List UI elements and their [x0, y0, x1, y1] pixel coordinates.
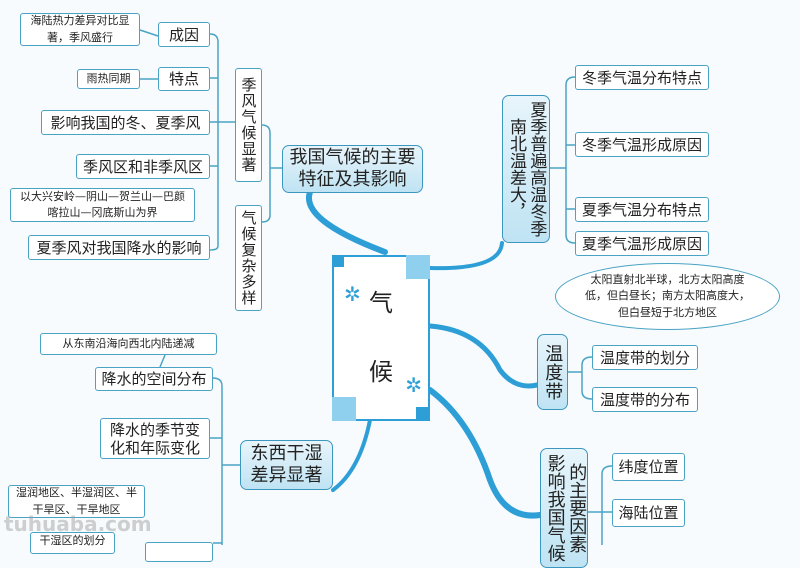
branch-dry-wet[interactable]: 东西干湿差异显著 [240, 440, 333, 490]
center-topic[interactable]: 气 候 ✲ ✲ [332, 255, 430, 421]
node-winds[interactable]: 影响我国的冬、夏季风 [41, 110, 210, 135]
node-rain[interactable]: 夏季风对我国降水的影响 [28, 235, 210, 260]
center-title-1: 气 [369, 289, 393, 318]
cause-note: 海陆热力差异对比显著，季风盛行 [20, 13, 140, 46]
regions-note: 以大兴安岭—阴山—贺兰山—巴颜喀拉山—冈底斯山为界 [10, 188, 195, 222]
spatial-note: 从东南沿海向西北内陆递减 [40, 333, 217, 355]
branch-factors[interactable]: 影响我国气候的主要因素 [540, 448, 588, 568]
factor-item[interactable]: 海陆位置 [612, 499, 685, 527]
branch-temperature[interactable]: 夏季普遍高温冬季南北温差大， [502, 95, 550, 243]
node-regions[interactable]: 季风区和非季风区 [76, 154, 210, 179]
temp-item[interactable]: 冬季气温形成原因 [575, 132, 709, 157]
zone-item[interactable]: 温度带的划分 [592, 345, 698, 370]
corner-decoration [416, 407, 430, 421]
connector-lines [139, 29, 613, 545]
watermark: tuhuaba.com [4, 512, 152, 536]
pinwheel-icon: ✲ [344, 282, 361, 306]
branch-zones[interactable]: 温度带 [537, 334, 568, 410]
pinwheel-icon: ✲ [405, 373, 422, 397]
branch-main-features[interactable]: 我国气候的主要特征及其影响 [282, 145, 423, 193]
factor-item[interactable]: 纬度位置 [612, 453, 685, 481]
node-complex[interactable]: 气候复杂多样 [235, 205, 262, 311]
node-seasonal[interactable]: 降水的季节变化和年际变化 [100, 418, 210, 459]
temp-item[interactable]: 夏季气温分布特点 [575, 197, 709, 222]
node-partial[interactable] [145, 542, 213, 562]
temp-note-bubble: 太阳直射北半球，北方太阳高度低，但白昼长；南方太阳高度大，但白昼短于北方地区 [555, 263, 780, 330]
node-spatial[interactable]: 降水的空间分布 [95, 367, 213, 391]
node-monsoon[interactable]: 季风气候显著 [235, 68, 262, 182]
node-feature[interactable]: 特点 [158, 67, 210, 91]
division-note: 湿润地区、半湿润区、半干旱区、干旱地区 [8, 485, 145, 518]
zone-item[interactable]: 温度带的分布 [592, 387, 698, 412]
temp-item[interactable]: 夏季气温形成原因 [575, 231, 709, 256]
node-cause[interactable]: 成因 [158, 22, 210, 47]
feature-note: 雨热同期 [77, 69, 140, 89]
corner-decoration [406, 255, 430, 279]
corner-decoration [332, 255, 344, 267]
temp-item[interactable]: 冬季气温分布特点 [575, 65, 709, 90]
corner-decoration [332, 397, 356, 421]
center-title-2: 候 [369, 358, 393, 386]
